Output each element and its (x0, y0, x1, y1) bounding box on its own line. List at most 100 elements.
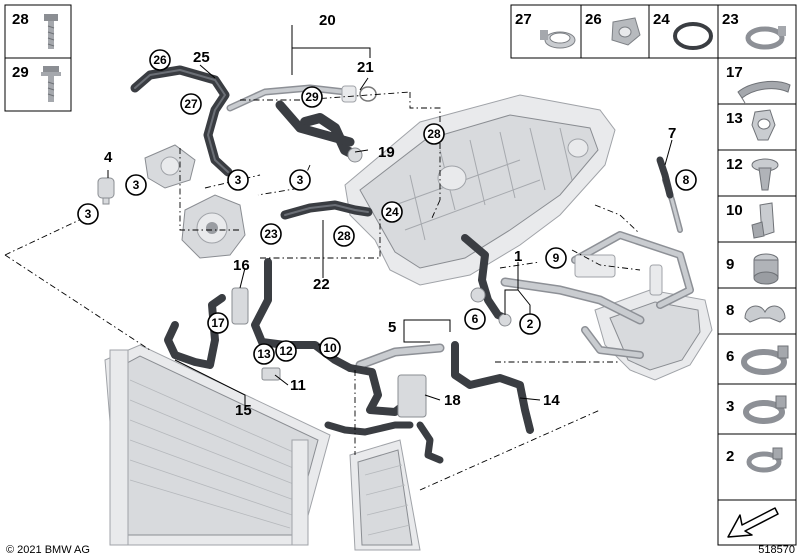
hose-clamp-6-icon (741, 345, 789, 375)
svg-text:3: 3 (297, 173, 304, 187)
callout-1: 1 (514, 248, 522, 265)
callout-19: 19 (378, 144, 395, 161)
callout-21: 21 (357, 59, 374, 76)
callout-circle-29: 29 (301, 86, 323, 108)
svg-text:27: 27 (184, 97, 198, 111)
arrow-icon (727, 507, 779, 538)
callout-labels: 20 25 21 4 19 7 22 16 1 5 11 15 18 14 (104, 12, 676, 419)
clip-13-icon (751, 109, 776, 141)
callout-5: 5 (388, 319, 396, 336)
callout-14: 14 (543, 392, 560, 409)
legend-label-23: 23 (722, 11, 739, 28)
svg-text:10: 10 (323, 341, 337, 355)
callout-circle-28-mid: 28 (333, 225, 355, 247)
bolt-28-icon (44, 14, 58, 49)
callout-7: 7 (668, 125, 676, 142)
callout-circle-17: 17 (207, 312, 229, 334)
callout-4: 4 (104, 149, 113, 166)
diagram-navigation-arrow[interactable] (717, 499, 797, 546)
callout-circle-3-a: 3 (125, 174, 147, 196)
bolt-29-icon (41, 66, 61, 102)
svg-text:29: 29 (305, 90, 319, 104)
legend-label-2: 2 (726, 448, 734, 465)
connector-9-icon (753, 253, 779, 285)
expanding-rivet-12-icon (751, 158, 779, 191)
double-clip-8-icon (744, 305, 786, 323)
callout-circle-12: 12 (275, 340, 297, 362)
callout-circle-3-d: 3 (289, 169, 311, 191)
svg-text:9: 9 (553, 251, 560, 265)
clamps-and-fittings (97, 85, 616, 418)
callout-circle-13: 13 (253, 343, 275, 365)
radiator (104, 344, 331, 546)
callout-circle-3-b: 3 (77, 203, 99, 225)
callout-22: 22 (313, 276, 330, 293)
svg-text:8: 8 (683, 173, 690, 187)
svg-text:23: 23 (264, 227, 278, 241)
water-pump (144, 144, 246, 259)
legend-top-right: 27 26 24 23 (510, 4, 797, 59)
legend-label-17: 17 (726, 64, 743, 81)
engine-block (344, 94, 616, 286)
svg-text:2: 2 (527, 317, 534, 331)
clamp-27-icon (540, 30, 576, 49)
holder-10-icon (751, 202, 775, 239)
hose-clamp-3-icon (743, 395, 787, 424)
bracket-17-icon (737, 81, 791, 104)
callout-16: 16 (233, 257, 250, 274)
coolant-pipes (226, 84, 694, 370)
legend-top-left: 28 29 (4, 4, 72, 112)
callout-circle-6: 6 (464, 308, 486, 330)
callout-circle-10: 10 (319, 337, 341, 359)
legend-label-9: 9 (726, 256, 734, 273)
expansion-tank (594, 264, 713, 381)
svg-text:17: 17 (211, 316, 225, 330)
legend-label-12: 12 (726, 156, 743, 173)
callout-18: 18 (444, 392, 461, 409)
legend-label-3: 3 (726, 398, 734, 415)
assignment-lines (4, 91, 641, 491)
copyright-notice: © 2021 BMW AG (6, 544, 90, 556)
legend-right-column: 17 13 12 10 9 8 6 3 2 (717, 57, 797, 501)
callout-circle-2: 2 (519, 313, 541, 335)
legend-label-10: 10 (726, 202, 743, 219)
svg-text:28: 28 (427, 127, 441, 141)
callout-circle-28-top: 28 (423, 123, 445, 145)
svg-text:26: 26 (153, 53, 167, 67)
callout-circle-8: 8 (675, 169, 697, 191)
legend-label-24: 24 (653, 11, 670, 28)
svg-text:24: 24 (385, 205, 399, 219)
callout-circle-27: 27 (180, 93, 202, 115)
svg-text:28: 28 (337, 229, 351, 243)
callout-11: 11 (290, 377, 306, 394)
legend-label-13: 13 (726, 110, 743, 127)
svg-text:13: 13 (257, 347, 271, 361)
circled-callouts: 26 27 29 28 3 3 3 3 (77, 49, 697, 365)
leader-lines (107, 25, 673, 410)
callout-circle-9: 9 (545, 247, 567, 269)
svg-text:3: 3 (85, 207, 92, 221)
hose-clamp-2-icon (746, 447, 783, 473)
callout-circle-3-c: 3 (227, 169, 249, 191)
callout-20: 20 (319, 12, 336, 29)
legend-label-8: 8 (726, 302, 734, 319)
callout-circle-24: 24 (381, 201, 403, 223)
auxiliary-radiator (349, 439, 421, 551)
legend-label-26: 26 (585, 11, 602, 28)
callout-circle-23: 23 (260, 223, 282, 245)
svg-text:3: 3 (235, 173, 242, 187)
legend-label-29: 29 (12, 64, 29, 81)
svg-text:12: 12 (279, 344, 293, 358)
legend-label-27: 27 (515, 11, 532, 28)
callout-circle-26: 26 (149, 49, 171, 71)
legend-label-6: 6 (726, 348, 734, 365)
o-ring-24-icon (673, 22, 713, 50)
legend-label-28: 28 (12, 11, 29, 28)
callout-15: 15 (235, 402, 252, 419)
svg-text:6: 6 (472, 312, 479, 326)
callout-25: 25 (193, 49, 210, 66)
clip-26-icon (611, 17, 641, 46)
diagram-number: 518570 (758, 544, 795, 556)
svg-text:3: 3 (133, 178, 140, 192)
